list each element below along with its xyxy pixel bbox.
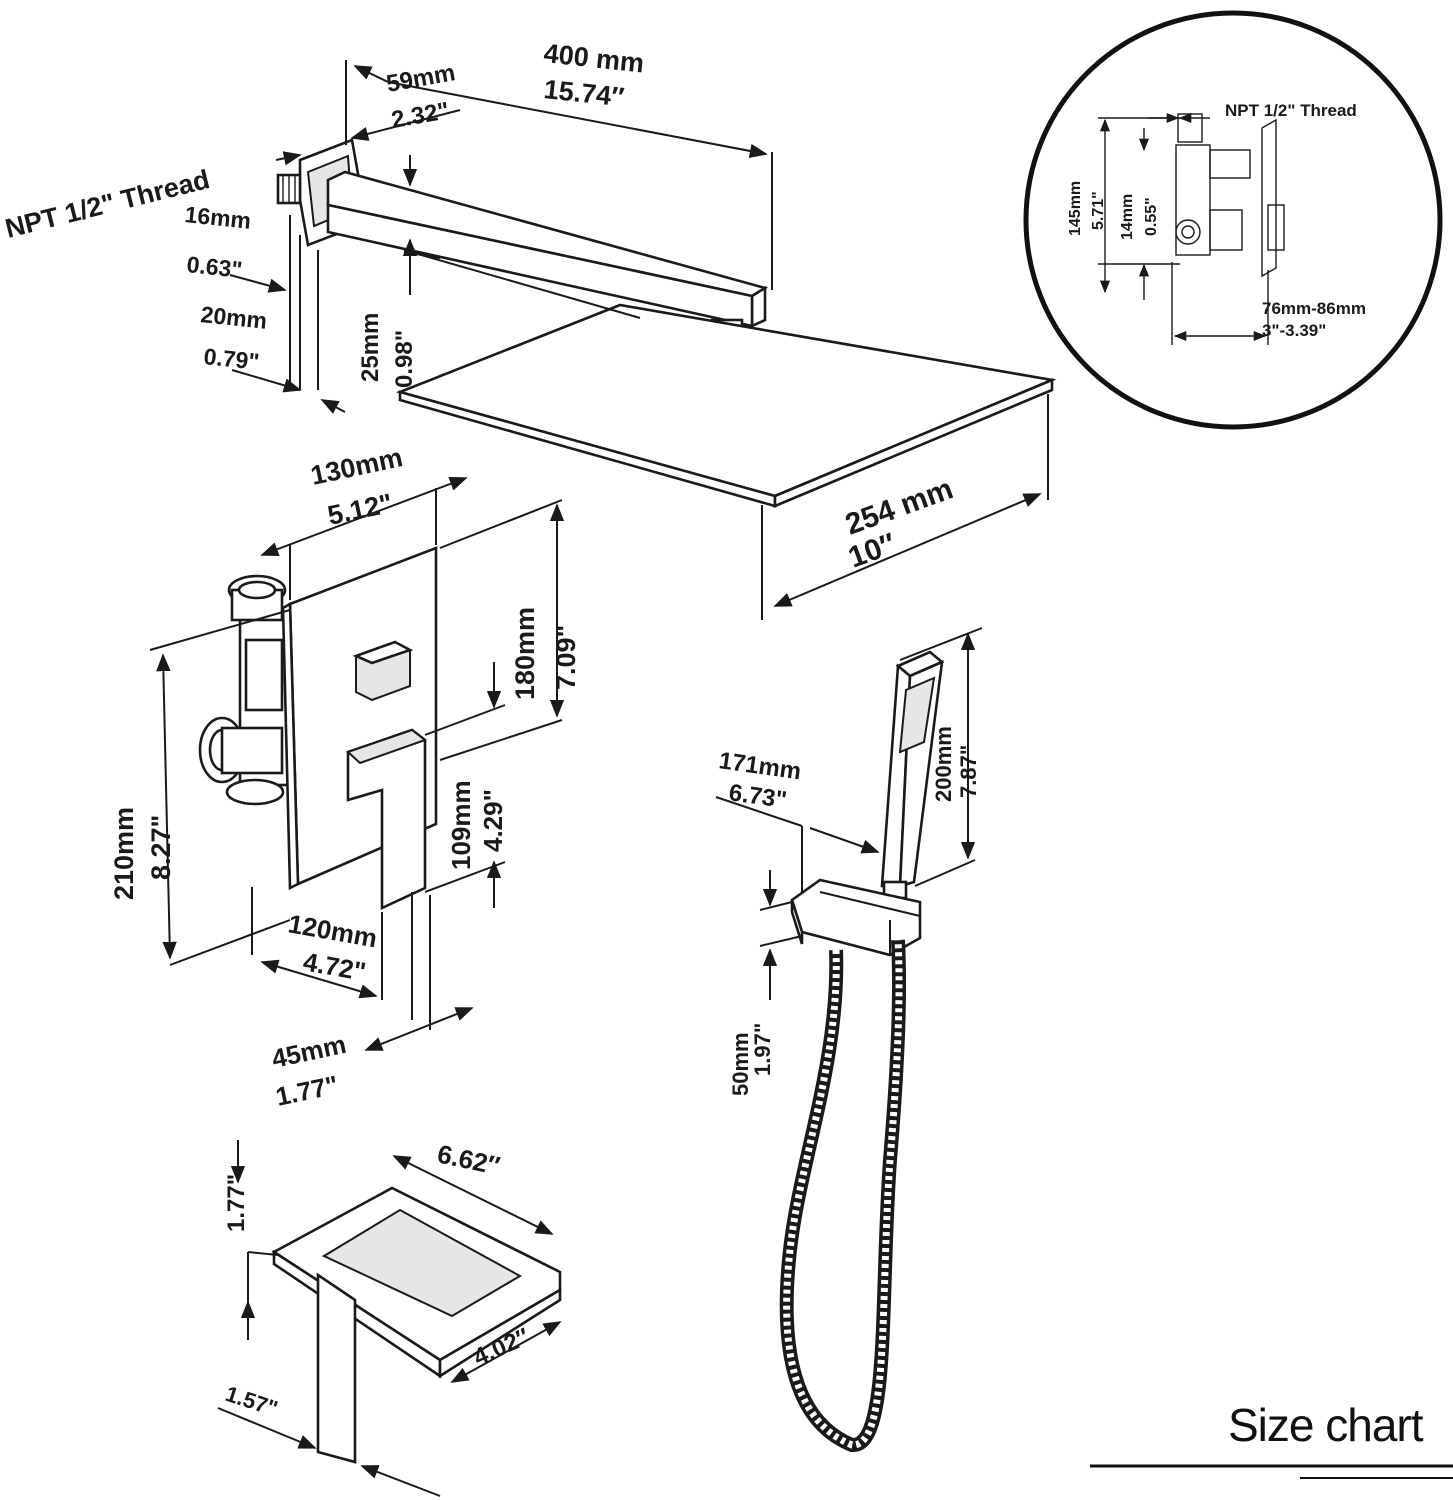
detail-depth-in: 3"-3.39": [1262, 321, 1326, 340]
valve-w130-mm: 130mm: [308, 442, 405, 491]
hand-h200-in: 7.87": [956, 745, 981, 798]
detail-depth-mm: 76mm-86mm: [1262, 299, 1366, 318]
arm-d16-in: 0.63": [185, 251, 243, 283]
valve-h180-mm: 180mm: [510, 607, 540, 700]
valve-drawing: [198, 546, 438, 1020]
valve-w120-mm: 120mm: [286, 908, 379, 953]
hand-h50-in: 1.97": [750, 1023, 775, 1076]
detail-h14-in: 0.55": [1143, 197, 1160, 236]
hand-l171-in: 6.73": [727, 779, 788, 814]
spout-depth-in: 1.57": [222, 1381, 280, 1421]
arm-dimension-lines: [229, 60, 773, 414]
hand-shower-drawing: [779, 650, 945, 1452]
arm-d25-in: 0.98": [391, 330, 418, 388]
valve-h109-in: 4.29": [478, 789, 508, 852]
hand-h50-mm: 50mm: [728, 1032, 753, 1096]
valve-d45-in: 1.77": [273, 1069, 341, 1111]
valve-h109-mm: 109mm: [446, 780, 476, 870]
detail-h145-in: 5.71": [1090, 191, 1107, 230]
spout-length-in: 6.62″: [435, 1139, 503, 1181]
detail-h14-mm: 14mm: [1119, 194, 1136, 240]
footer-rule: [1090, 1464, 1453, 1479]
valve-w130-in: 5.12": [325, 488, 395, 531]
arm-d20-in: 0.79": [202, 343, 260, 375]
valve-w120-in: 4.72": [301, 946, 368, 986]
valve-dimension-lines: [149, 476, 565, 1051]
size-chart-title: Size chart: [1228, 1399, 1424, 1451]
hand-shower-dimensions: 171mm 6.73" 200mm 7.87" 50mm 1.97": [715, 627, 983, 1096]
spout-height-in: 1.77": [223, 1174, 250, 1232]
thread-detail-circle: NPT 1/2" Thread 145mm 5.71" 14mm 0.55" 7…: [1023, 10, 1443, 430]
arm-length-in: 15.74″: [542, 74, 625, 112]
shower-head-drawing: [395, 303, 1057, 508]
valve-h210-mm: 210mm: [109, 807, 139, 900]
arm-d20-mm: 20mm: [199, 301, 268, 334]
arm-flange-in: 2.32": [389, 97, 451, 134]
arm-d16-mm: 16mm: [183, 201, 252, 234]
head-size-mm: 254 mm: [841, 472, 957, 541]
arm-d25-mm: 25mm: [357, 313, 384, 382]
arm-length-mm: 400 mm: [542, 38, 645, 78]
valve-h210-in: 8.27": [146, 815, 176, 880]
detail-thread-label: NPT 1/2" Thread: [1225, 101, 1357, 120]
detail-h145-mm: 145mm: [1067, 181, 1084, 236]
arm-thread-label: NPT 1/2" Thread: [2, 164, 212, 244]
valve-d45-mm: 45mm: [269, 1029, 349, 1074]
hand-h200-mm: 200mm: [931, 726, 956, 802]
valve-h180-in: 7.09": [551, 625, 581, 690]
